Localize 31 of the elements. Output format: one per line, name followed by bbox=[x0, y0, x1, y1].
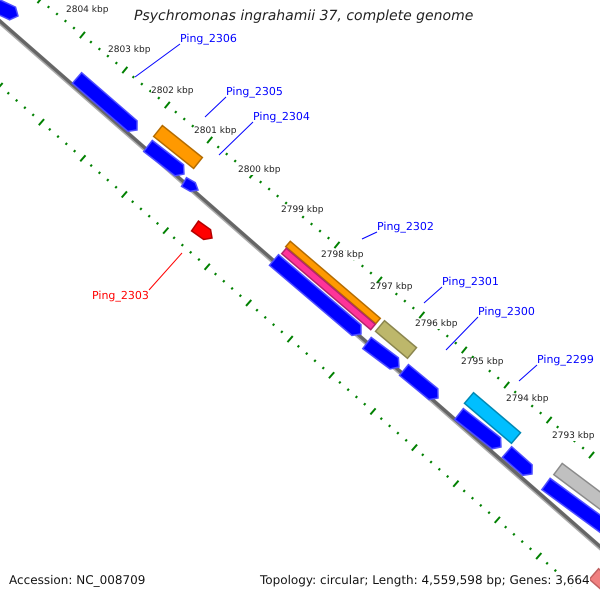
leader-line bbox=[218, 122, 254, 156]
scale-label: 2797 kbp bbox=[370, 283, 412, 292]
gene-label: Ping_2302 bbox=[377, 221, 434, 232]
scale-label: 2799 kbp bbox=[281, 206, 324, 215]
leader-line bbox=[424, 286, 442, 304]
leader-line bbox=[204, 96, 226, 118]
footer-note: Topology: circular; Length: 4,559,598 bp; Genes: 3,664 bbox=[260, 574, 590, 586]
gene-label: Ping_2304 bbox=[253, 111, 310, 122]
scale-label: 2795 kbp bbox=[461, 358, 504, 367]
leader-line bbox=[148, 252, 182, 290]
scale-label: 2796 kbp bbox=[415, 320, 458, 329]
leader-line bbox=[134, 44, 180, 78]
scale-label: 2793 kbp bbox=[552, 432, 594, 441]
scale-label: 2804 kbp bbox=[66, 6, 108, 15]
scale-label: 2802 kbp bbox=[151, 87, 194, 96]
gene-label: Ping_2300 bbox=[478, 306, 535, 317]
scale-label: 2800 kbp bbox=[238, 166, 280, 175]
title: Psychromonas ingrahamii 37, complete genome bbox=[134, 9, 474, 23]
gene-label: Ping_2305 bbox=[226, 86, 283, 97]
scale-label: 2803 kbp bbox=[108, 46, 150, 55]
gene-label: Ping_2306 bbox=[180, 33, 237, 44]
gene-label: Ping_2303 bbox=[92, 290, 149, 301]
leader-line bbox=[518, 364, 538, 382]
leader-line bbox=[446, 316, 478, 350]
gene-label: Ping_2301 bbox=[442, 276, 499, 287]
scale-label: 2794 kbp bbox=[506, 395, 548, 404]
gene-label: Ping_2299 bbox=[537, 354, 594, 365]
footer-note: Accession: NC_008709 bbox=[9, 574, 146, 586]
leader-line bbox=[362, 232, 378, 240]
scale-label: 2798 kbp bbox=[321, 251, 364, 260]
scale-label: 2801 kbp bbox=[194, 127, 236, 136]
